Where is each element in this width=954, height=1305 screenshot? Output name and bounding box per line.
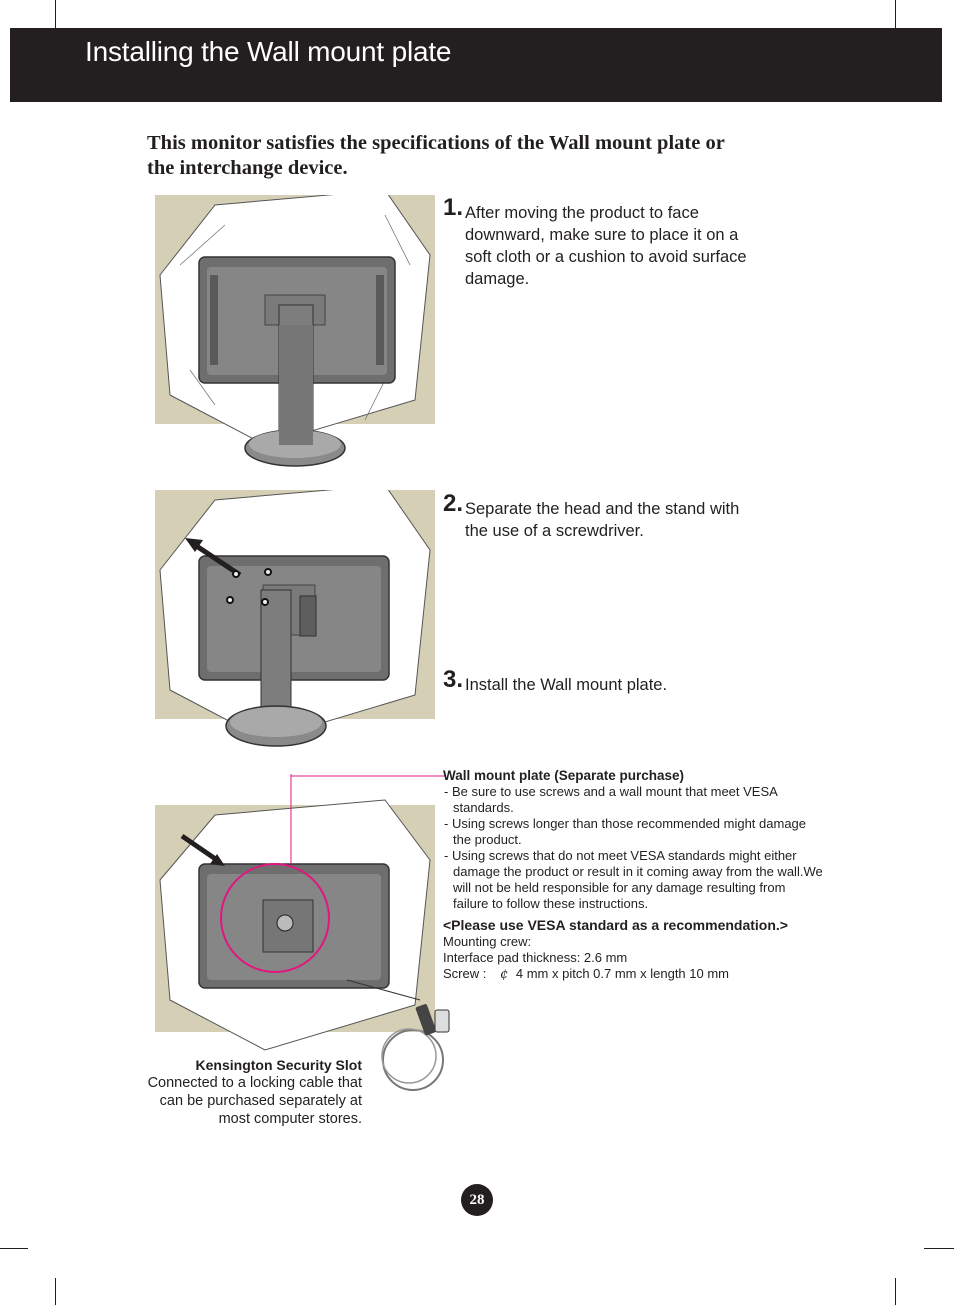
crop-mark	[55, 0, 56, 28]
crop-mark	[55, 1278, 56, 1305]
diameter-symbol: ¢	[499, 967, 509, 982]
crop-mark	[924, 1248, 954, 1249]
screw-spec-row: Screw : ¢ 4 mm x pitch 0.7 mm x length 1…	[443, 966, 823, 983]
page-number: 28	[461, 1184, 493, 1216]
page-title: Installing the Wall mount plate	[85, 36, 452, 67]
wall-mount-note: - Be sure to use screws and a wall mount…	[444, 784, 778, 815]
kensington-title: Kensington Security Slot	[195, 1057, 362, 1073]
illustration-wall-mount	[155, 774, 450, 1091]
step-3-text: Install the Wall mount plate.	[465, 676, 668, 694]
crop-mark	[895, 1278, 896, 1305]
crop-mark	[895, 0, 896, 28]
step-2: 2. Separate the head and the stand with …	[443, 492, 803, 548]
step-1-number: 1.	[443, 194, 464, 221]
header-bar	[10, 28, 942, 102]
step-2-text: Separate the head and the stand with the…	[465, 500, 740, 540]
wall-mount-note-list: - Be sure to use screws and a wall mount…	[443, 784, 823, 912]
screw-spec: 4 mm x pitch 0.7 mm x length 10 mm	[515, 966, 729, 981]
step-3: 3. Install the Wall mount plate.	[443, 668, 803, 700]
step-1-text: After moving the product to face downwar…	[465, 204, 747, 288]
wall-mount-note: - Using screws longer than those recomme…	[444, 816, 807, 847]
wall-mount-notes: Wall mount plate (Separate purchase) - B…	[443, 767, 823, 983]
wall-mount-title: Wall mount plate (Separate purchase)	[443, 768, 685, 783]
step-3-number: 3.	[443, 666, 464, 693]
mounting-crew-label: Mounting crew:	[443, 934, 532, 949]
intro-line-1: This monitor satisfies the specification…	[147, 132, 725, 154]
intro-line-2: the interchange device.	[147, 157, 348, 179]
kensington-body: Connected to a locking cable that can be…	[147, 1075, 362, 1127]
step-2-number: 2.	[443, 490, 464, 517]
crop-mark	[0, 1248, 28, 1249]
illustration-monitor-face-down	[155, 195, 435, 467]
intro-text: This monitor satisfies the specification…	[147, 131, 807, 181]
kensington-caption: Kensington Security Slot Connected to a …	[148, 1056, 362, 1128]
wall-mount-note: - Using screws that do not meet VESA sta…	[444, 848, 823, 911]
vesa-recommendation-title: <Please use VESA standard as a recommend…	[443, 917, 788, 933]
screw-label: Screw :	[443, 966, 487, 981]
step-1: 1. After moving the product to face down…	[443, 196, 803, 302]
illustration-remove-stand	[155, 490, 435, 747]
interface-pad-thickness: Interface pad thickness: 2.6 mm	[443, 950, 628, 965]
